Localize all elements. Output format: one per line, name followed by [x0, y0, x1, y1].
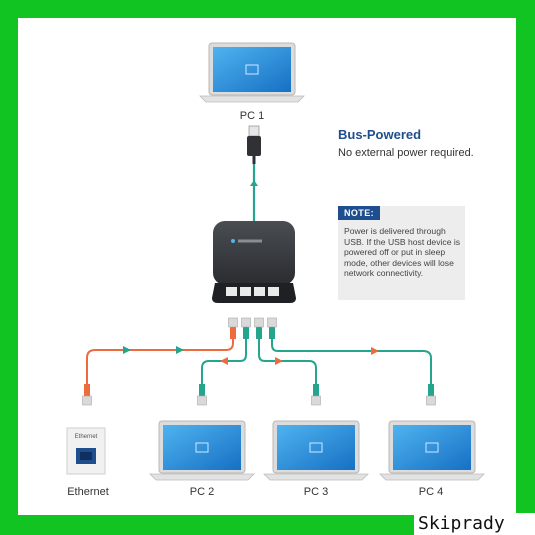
rj45-plug-icon: [197, 383, 207, 406]
laptop-icon: [379, 420, 485, 481]
rj45-plug-icon: [311, 383, 321, 406]
ethernet-cable: [86, 327, 234, 384]
pc4-cable: [271, 327, 432, 384]
arrow-icon: [250, 180, 258, 186]
laptop-icon: [199, 42, 305, 103]
rj45-plug-icon: [82, 383, 92, 406]
pc2-cable: [201, 327, 247, 384]
rj45-plug-icon: [426, 383, 436, 406]
note-badge: NOTE:: [338, 206, 380, 220]
watermark-box: Skiprady: [414, 513, 535, 535]
arrow-icon: [220, 357, 228, 365]
bus-powered-subtitle: No external power required.: [338, 147, 474, 159]
laptop-icon: [149, 420, 255, 481]
pc3-cable: [258, 327, 317, 384]
pc2-label: PC 2: [189, 486, 215, 498]
usb-plug-icon: [247, 125, 261, 164]
note-text: Power is delivered through USB. If the U…: [344, 226, 461, 279]
laptop-icon: [263, 420, 369, 481]
bus-powered-title: Bus-Powered: [338, 127, 422, 142]
pc4-label: PC 4: [418, 486, 444, 498]
pc1-label: PC 1: [239, 110, 265, 122]
wall-jack-icon: [66, 427, 106, 475]
arrow-icon: [275, 357, 283, 365]
watermark-text: Skiprady: [418, 513, 505, 534]
network-switch-icon: [212, 221, 296, 303]
wall-jack-label: Ethernet: [74, 434, 98, 440]
arrow-icon: [123, 346, 131, 354]
pc3-label: PC 3: [303, 486, 329, 498]
note-box: NOTE: Power is delivered through USB. If…: [338, 206, 465, 300]
ethernet-label: Ethernet: [67, 486, 109, 498]
arrow-icon: [371, 347, 379, 355]
arrow-icon: [176, 346, 184, 354]
